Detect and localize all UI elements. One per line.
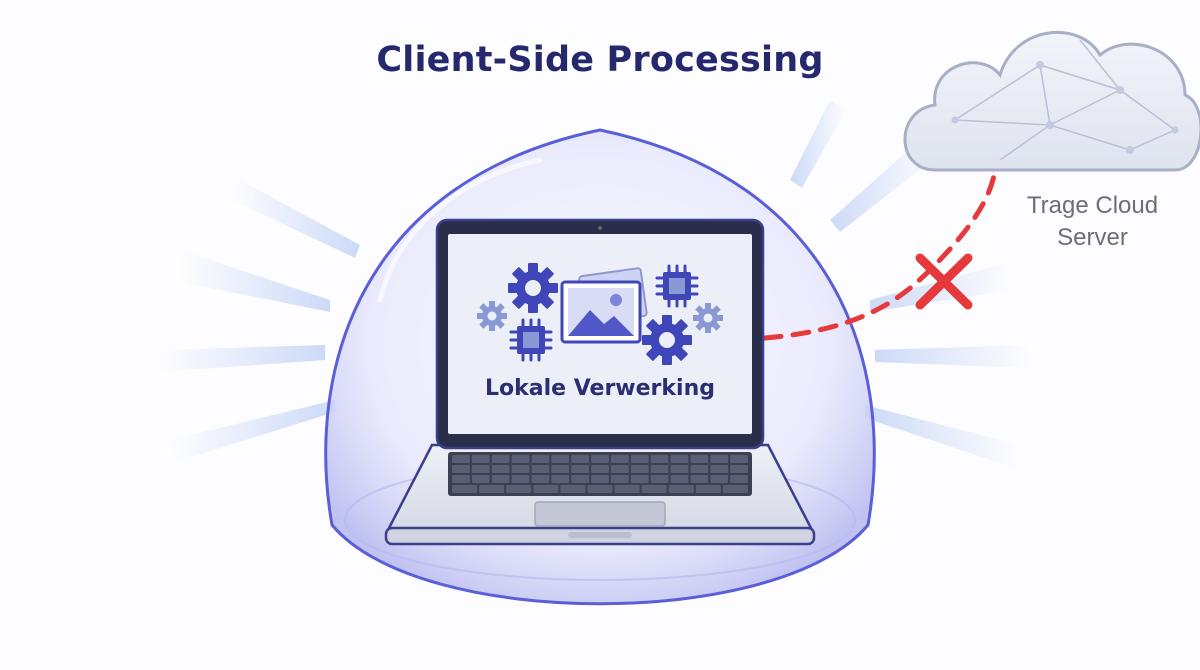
keyboard-key [452, 455, 470, 463]
keyboard-key [591, 465, 609, 473]
keyboard-key [452, 475, 470, 483]
keyboard-key [610, 475, 629, 483]
keyboard-key [511, 455, 530, 463]
image-icon [560, 267, 648, 344]
keyboard-key [630, 455, 649, 463]
keyboard-key [650, 475, 669, 483]
keyboard-key [722, 485, 748, 493]
keyboard-key [533, 485, 559, 493]
screen-label: Lokale Verwerking [484, 376, 715, 401]
keyboard-key [511, 465, 530, 473]
gear-icon [477, 301, 507, 331]
keyboard-key [670, 465, 689, 473]
keyboard-key [630, 475, 649, 483]
keyboard [448, 452, 752, 496]
keyboard-key [551, 475, 570, 483]
keyboard-key [471, 455, 490, 463]
cloud-server-label: Trage Cloud Server [1000, 190, 1185, 254]
keyboard-key [491, 475, 510, 483]
keyboard-key [491, 465, 510, 473]
keyboard-key [710, 455, 729, 463]
keyboard-key [670, 475, 689, 483]
keyboard-key [471, 465, 490, 473]
keyboard-key [479, 485, 505, 493]
keyboard-key [452, 485, 478, 493]
cloud-label-line-1: Trage Cloud [1026, 192, 1159, 219]
keyboard-key [670, 455, 689, 463]
keyboard-key [650, 455, 669, 463]
keyboard-key [551, 455, 570, 463]
keyboard-key [571, 465, 590, 473]
gear-icon [508, 263, 558, 313]
gear-icon [693, 303, 723, 333]
keyboard-key [551, 465, 570, 473]
keyboard-key [531, 465, 550, 473]
keyboard-key [571, 455, 590, 463]
keyboard-key [690, 475, 709, 483]
keyboard-key [587, 485, 613, 493]
keyboard-key [710, 475, 729, 483]
keyboard-key [730, 475, 748, 483]
keyboard-key [591, 455, 609, 463]
chip-icon [509, 318, 553, 362]
cloud-label-line-2: Server [1057, 224, 1128, 251]
blocked-x-icon [915, 253, 973, 310]
keyboard-key [531, 475, 550, 483]
keyboard-key [630, 465, 649, 473]
keyboard-key [668, 485, 694, 493]
keyboard-key [491, 455, 510, 463]
keyboard-key [641, 485, 667, 493]
keyboard-key [610, 455, 629, 463]
keyboard-key [471, 475, 490, 483]
keyboard-key [614, 485, 640, 493]
keyboard-key [591, 475, 609, 483]
keyboard-key [610, 465, 629, 473]
keyboard-key [690, 465, 709, 473]
keyboard-key [695, 485, 721, 493]
keyboard-key [506, 485, 532, 493]
screen-icons [477, 263, 723, 365]
keyboard-key [690, 455, 709, 463]
keyboard-key [710, 465, 729, 473]
keyboard-key [730, 465, 748, 473]
gear-icon [642, 315, 692, 365]
chip-icon [655, 264, 699, 308]
diagram-title: Client-Side Processing [376, 40, 824, 80]
keyboard-key [531, 455, 550, 463]
keyboard-key [560, 485, 586, 493]
keyboard-key [571, 475, 590, 483]
keyboard-key [511, 475, 530, 483]
cloud-icon [903, 31, 1200, 172]
keyboard-key [650, 465, 669, 473]
keyboard-key [730, 455, 748, 463]
keyboard-key [452, 465, 470, 473]
